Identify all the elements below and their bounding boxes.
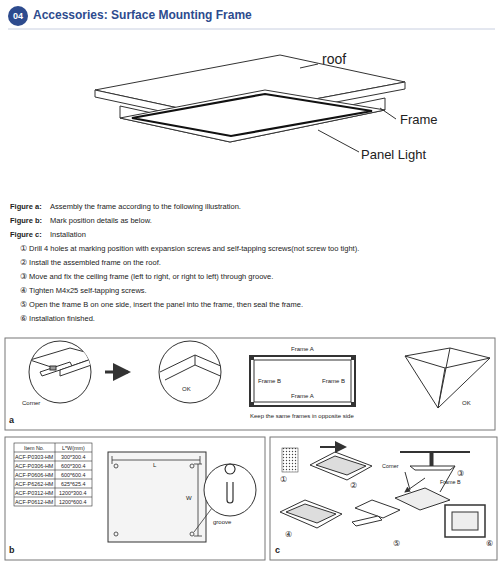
step: ② Install the assembled frame on the roo…: [20, 259, 161, 267]
section-badge: 04: [8, 6, 28, 26]
note: Assembly the frame according to the foll…: [50, 203, 241, 211]
table-cell: L*W(mm): [62, 446, 85, 452]
table-cell: ACF-P0312-HM: [15, 491, 53, 497]
part-label: Corner: [382, 464, 398, 470]
table-cell: 1200*600.4: [59, 500, 87, 506]
note: Mark position details as below.: [50, 217, 152, 225]
note: Keep the same frames in opposite side: [250, 413, 354, 420]
step: ④ Tighten M4x25 self-tapping screws.: [20, 287, 147, 295]
badge-number: 04: [13, 11, 23, 21]
panel-letter: b: [9, 546, 15, 556]
page-title: Accessories: Surface Mounting Frame: [33, 9, 252, 22]
panel-letter: a: [9, 416, 14, 426]
figure-ref: Figure b:: [10, 217, 42, 225]
part-label: Frame A: [291, 346, 314, 353]
table-cell: ACF-P6262-HM: [15, 482, 53, 488]
table-cell: ACF-P0303-HM: [15, 455, 53, 461]
callout-number: ⑤: [393, 540, 400, 549]
step: ① Drill 4 holes at marking position with…: [20, 245, 359, 253]
part-label: Frame B: [258, 378, 281, 385]
figure-ref: Figure c:: [10, 231, 42, 239]
note: Installation: [50, 231, 86, 239]
table-cell: Item No.: [24, 446, 44, 452]
ok-label: OK: [462, 400, 471, 407]
dimension: L: [153, 462, 156, 469]
step: ③ Move and fix the ceiling frame (left t…: [20, 273, 273, 281]
panel-letter: c: [275, 546, 280, 556]
part-label: Panel Light: [361, 148, 426, 162]
part-label: Frame A: [291, 393, 314, 400]
callout-number: ③: [457, 470, 464, 479]
callout-number: ④: [285, 531, 292, 540]
table-cell: ACF-P0306-HM: [15, 464, 53, 470]
dimension: W: [186, 495, 192, 502]
table-cell: 600*300.4: [61, 464, 86, 470]
part-label: Corner: [22, 400, 40, 407]
part-label: groove: [213, 519, 231, 526]
callout-number: ②: [350, 482, 357, 491]
figure-ref: Figure a:: [10, 203, 42, 211]
part-label: roof: [322, 52, 346, 67]
part-label: Frame B: [322, 378, 345, 385]
table-cell: 1200*300.4: [59, 491, 87, 497]
table-cell: ACF-P0606-HM: [15, 473, 53, 479]
table-cell: 300*300.4: [61, 455, 86, 461]
part-label: Frame: [400, 113, 438, 127]
step: ⑤ Open the frame B on one side, insert t…: [20, 301, 303, 309]
table-cell: 625*625.4: [61, 482, 86, 488]
ok-label: OK: [182, 386, 191, 393]
part-label: Frame B: [440, 480, 461, 486]
callout-number: ⑥: [486, 540, 493, 549]
table-cell: 600*600.4: [61, 473, 86, 479]
step: ⑥ Installation finished.: [20, 315, 95, 323]
table-cell: ACF-P0612-HM: [15, 500, 53, 506]
callout-number: ①: [280, 476, 287, 485]
